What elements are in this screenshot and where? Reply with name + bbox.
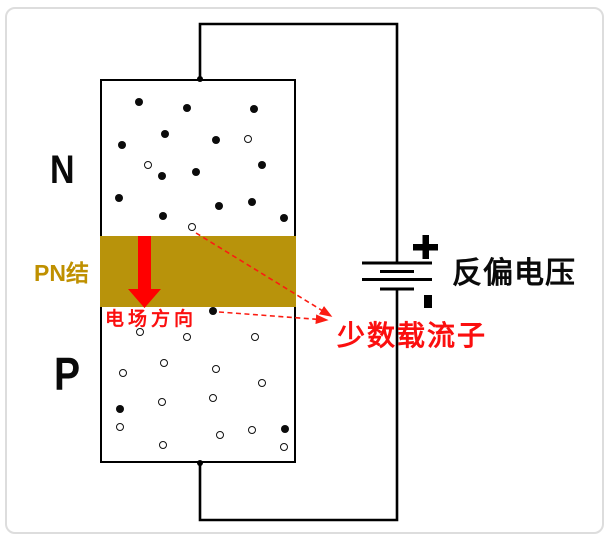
field-direction-label: 电场方向 [105, 309, 198, 330]
battery-minus-icon [424, 295, 432, 308]
bottom-circuit-wire [198, 290, 399, 522]
pn-junction-label: PN结 [34, 260, 89, 286]
wire-node-dot-top [197, 76, 203, 82]
minority-carriers-label: 少数载流子 [337, 321, 488, 352]
reverse-bias-label: 反偏电压 [452, 257, 576, 290]
pn-junction-band [100, 236, 296, 307]
battery-plus-icon [413, 235, 438, 259]
minority-annotation-line-lower [218, 311, 329, 324]
minority-annotation-line-upper [195, 232, 333, 317]
n-region-label: N [50, 148, 75, 192]
p-region-label: P [54, 348, 81, 400]
wire-node-dot-bottom [197, 460, 203, 466]
field-direction-arrow [128, 236, 161, 308]
battery-icon [362, 261, 432, 291]
top-circuit-wire [198, 22, 399, 262]
